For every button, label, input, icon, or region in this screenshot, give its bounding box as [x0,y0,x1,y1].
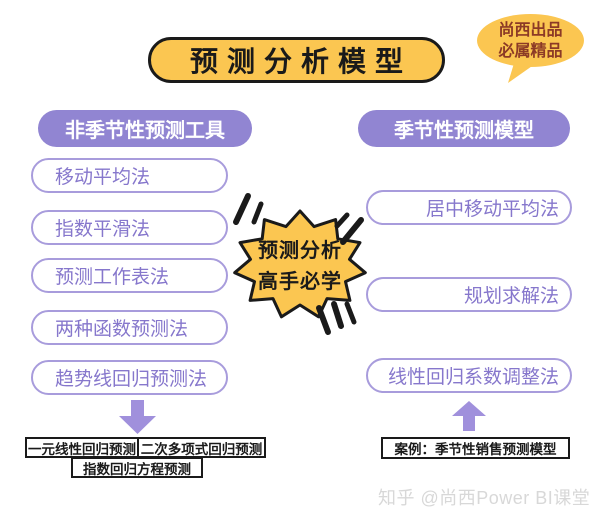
badge-line-1: 尚西出品 [498,21,563,39]
left-tool-pill-4: 两种函数预测法 [31,310,228,345]
left-column-header-label: 非季节性预测工具 [65,120,225,142]
emphasis-marks-top-left-icon [233,193,264,225]
right-tool-pill-1: 居中移动平均法 [366,190,572,225]
starburst-icon [233,209,367,319]
right-tool-label-3: 线性回归系数调整法 [387,367,559,388]
result-box-linear-regression: 一元线性回归预测 [25,437,139,458]
page-title: 预测分析模型 [148,37,445,83]
result-box-label-1: 一元线性回归预测 [28,441,136,457]
left-tool-label-2: 指数平滑法 [55,219,151,240]
left-column-header: 非季节性预测工具 [38,110,252,147]
up-arrow-icon [452,401,486,431]
case-study-label: 案例：季节性销售预测模型 [394,442,557,457]
result-box-label-2: 二次多项式回归预测 [140,441,263,457]
page-title-text: 预测分析模型 [189,46,412,77]
result-box-exponential-regression: 指数回归方程预测 [71,457,203,478]
result-box-polynomial-regression: 二次多项式回归预测 [137,437,266,458]
right-column-header-label: 季节性预测模型 [394,120,534,142]
publisher-badge: 尚西出品 必属精品 [477,14,584,67]
down-arrow-icon [119,400,156,434]
right-tool-label-1: 居中移动平均法 [425,199,559,220]
badge-line-2: 必属精品 [498,42,563,60]
center-starburst: 预测分析 高手必学 [230,208,370,326]
right-tool-pill-3: 线性回归系数调整法 [366,358,572,393]
left-tool-pill-3: 预测工作表法 [31,258,228,293]
starburst-text: 预测分析 高手必学 [230,208,370,326]
left-tool-label-5: 趋势线回归预测法 [55,369,208,390]
left-tool-label-1: 移动平均法 [55,167,151,188]
left-tool-pill-1: 移动平均法 [31,158,228,193]
right-column-header: 季节性预测模型 [358,110,570,147]
watermark: 知乎 @尚西Power BI课堂 [378,488,591,508]
left-tool-pill-2: 指数平滑法 [31,210,228,245]
emphasis-marks-top-right-icon [334,212,364,245]
right-tool-pill-2: 规划求解法 [366,277,572,312]
case-study-box: 案例：季节性销售预测模型 [381,437,570,459]
left-tool-label-3: 预测工作表法 [55,267,170,288]
left-tool-label-4: 两种函数预测法 [55,319,189,340]
starburst-line-1: 预测分析 [258,240,342,262]
starburst-line-2: 高手必学 [258,271,342,293]
emphasis-marks-bottom-right-icon [316,301,357,335]
left-tool-pill-5: 趋势线回归预测法 [31,360,228,395]
result-box-label-3: 指数回归方程预测 [83,461,191,477]
right-tool-label-2: 规划求解法 [463,286,559,307]
